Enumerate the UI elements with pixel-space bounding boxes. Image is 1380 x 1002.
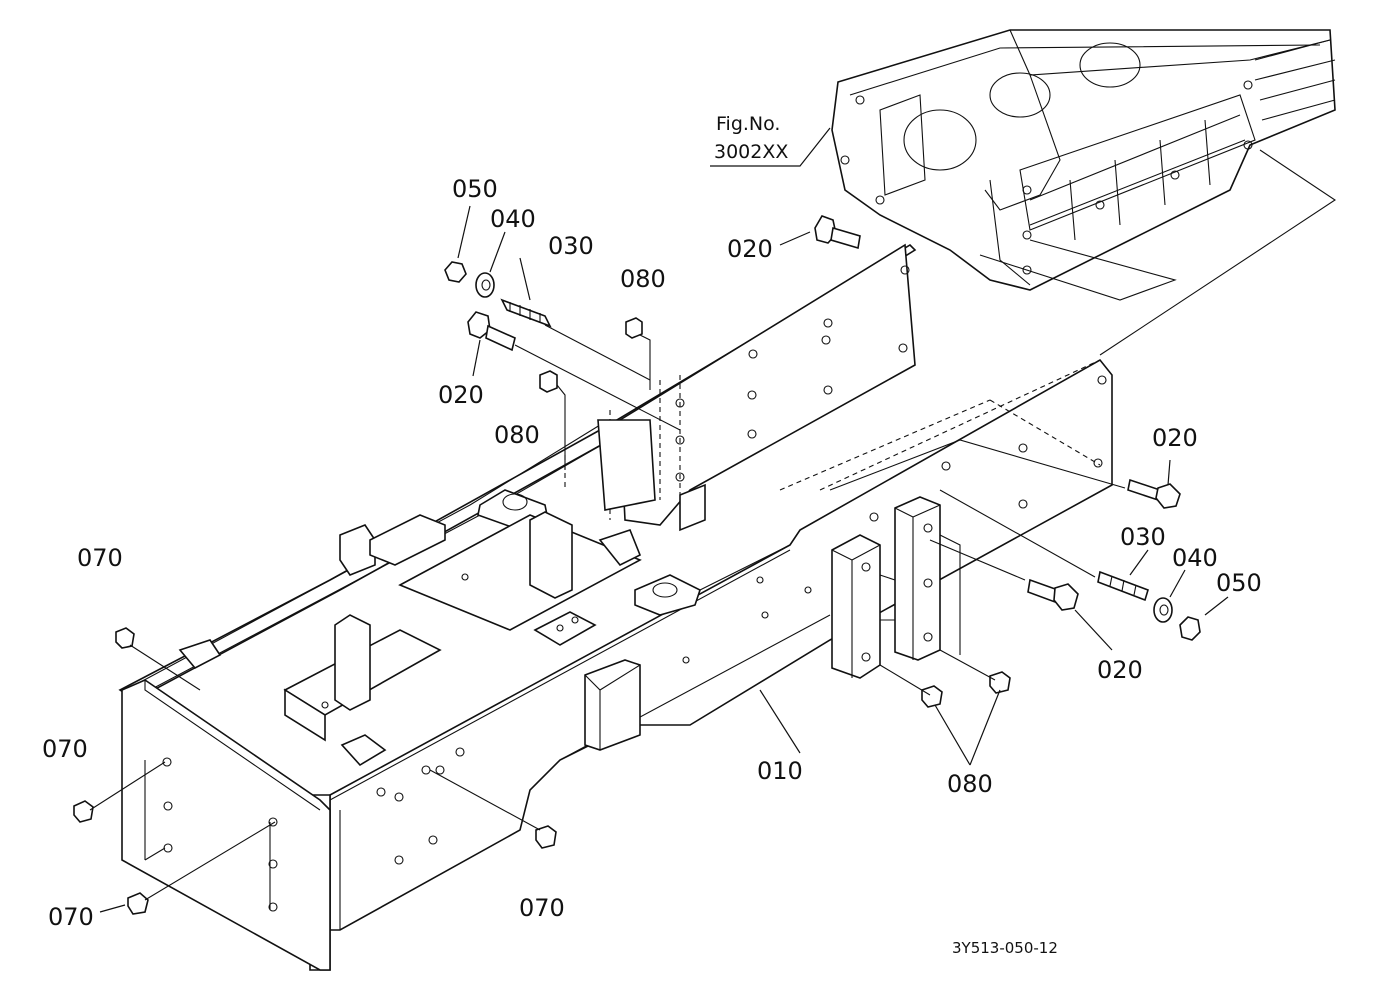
label-070-d: 070 <box>519 894 565 922</box>
fig-no-value: 3002XX <box>714 141 788 163</box>
label-070-c: 070 <box>48 903 94 931</box>
label-030-left: 030 <box>548 232 594 260</box>
engine-housing <box>831 29 1336 356</box>
label-020-left: 020 <box>438 381 484 409</box>
label-050-left: 050 <box>452 175 498 203</box>
cross-members <box>178 511 701 767</box>
label-070-a: 070 <box>77 544 123 572</box>
label-080-b: 080 <box>494 421 540 449</box>
label-070-b: 070 <box>42 735 88 763</box>
label-080-a: 080 <box>620 265 666 293</box>
label-020-right-lower: 020 <box>1097 656 1143 684</box>
leader-lines <box>89 205 1229 913</box>
label-040-left: 040 <box>490 205 536 233</box>
label-050-right: 050 <box>1216 569 1262 597</box>
drawing-id: 3Y513-050-12 <box>952 939 1058 957</box>
fig-no-label: Fig.No. <box>716 113 780 135</box>
label-020-right-upper: 020 <box>1152 424 1198 452</box>
label-040-right: 040 <box>1172 544 1218 572</box>
fasteners <box>73 215 1201 915</box>
label-080-c: 080 <box>947 770 993 798</box>
label-030-right: 030 <box>1120 523 1166 551</box>
spacer-blocks <box>831 496 961 679</box>
rear-end-plate <box>121 679 331 971</box>
label-010: 010 <box>757 757 803 785</box>
part-labels: 050 040 030 020 080 020 080 020 030 040 … <box>42 175 1262 931</box>
figure-reference: Fig.No. 3002XX <box>710 113 831 167</box>
label-020-top: 020 <box>727 235 773 263</box>
nut-050-left-shape <box>444 261 467 283</box>
